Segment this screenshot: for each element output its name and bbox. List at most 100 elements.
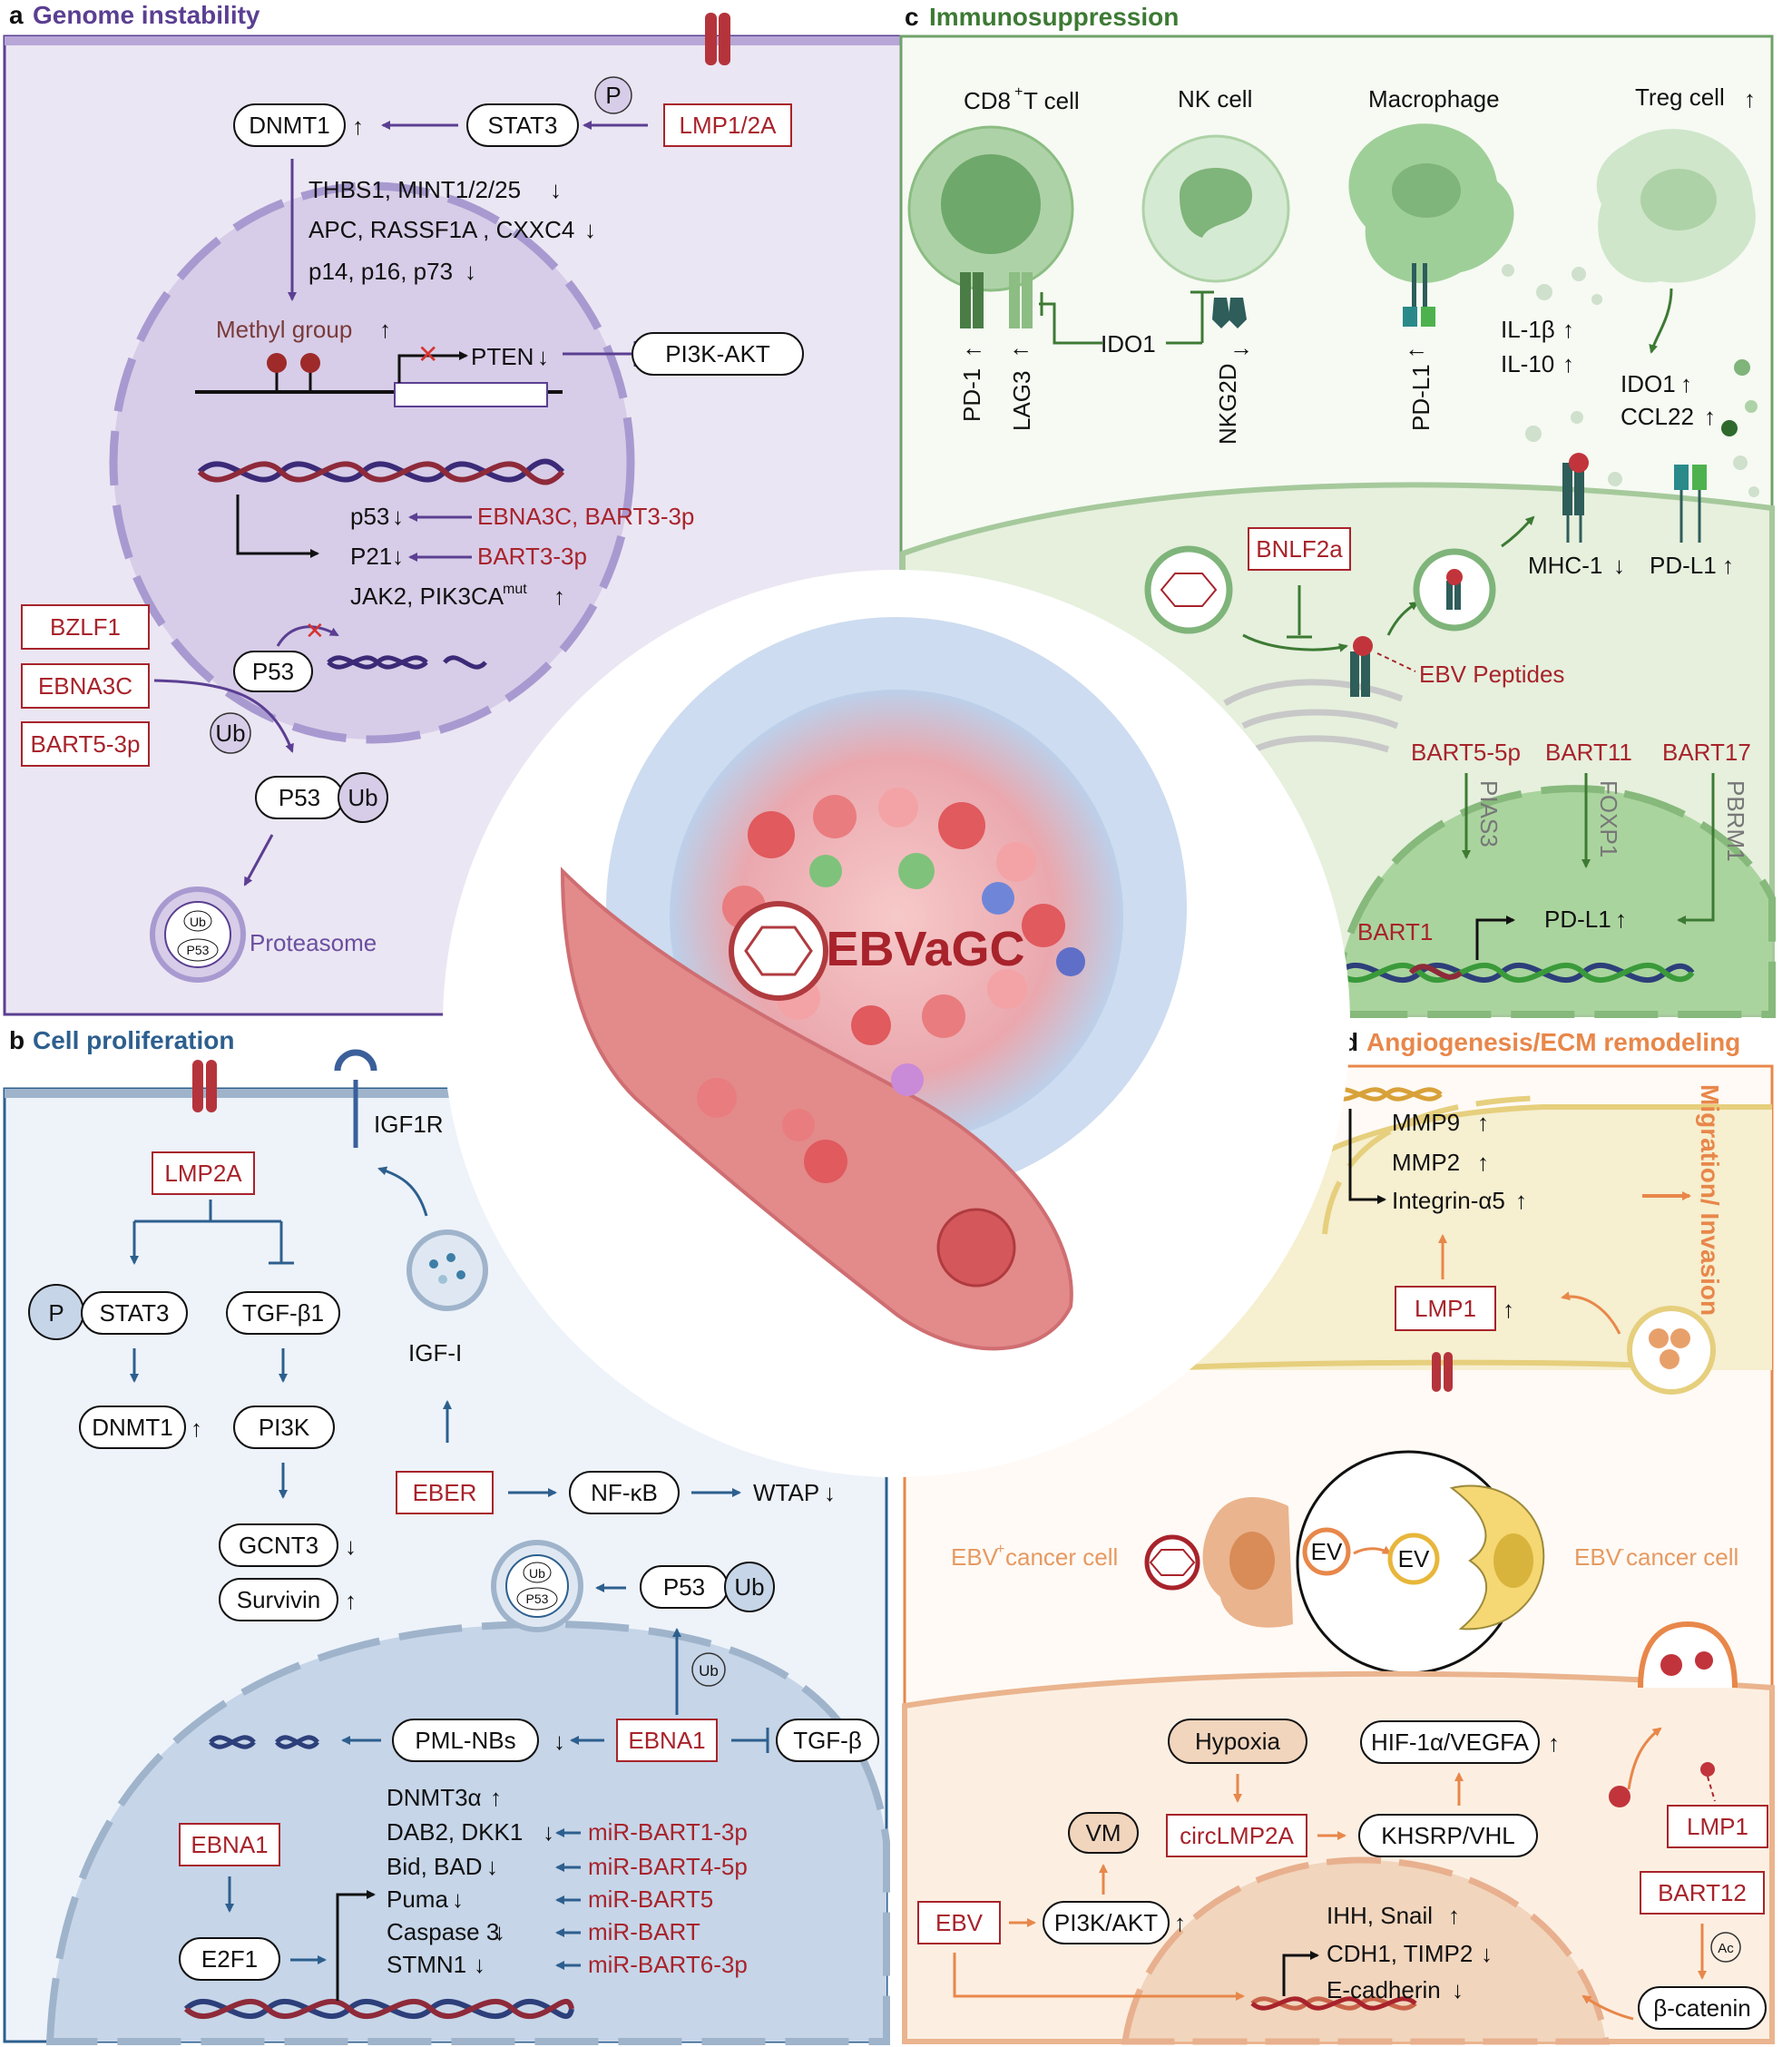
circlmp2a-label: circLMP2A (1180, 1822, 1294, 1849)
ebna1-label: EBNA1 (191, 1831, 268, 1858)
up-arrow: ↑ (1744, 85, 1756, 113)
up-arrow: ↑ (345, 1587, 357, 1614)
phospho-label: P (48, 1299, 64, 1327)
ebna1-box (616, 1719, 718, 1762)
bzlf1-label: BZLF1 (50, 613, 121, 641)
survivin-node (219, 1578, 338, 1621)
ebna1-label: EBNA1 (628, 1727, 705, 1754)
thbs-label: THBS1, MINT1/2/25 (308, 176, 521, 203)
igf-vesicle-icon (406, 1229, 488, 1311)
arrow-bart17 (1677, 773, 1715, 925)
panel-a-membrane (5, 36, 901, 45)
ebna1-box (179, 1823, 280, 1866)
nkg2d-receptor-icon (1212, 298, 1247, 328)
pml-label: PML-NBs (415, 1727, 515, 1754)
circlmp2a-box (1166, 1814, 1307, 1857)
transcription-arrow (236, 495, 319, 558)
ido1-inhibit-right (1190, 290, 1214, 343)
right-arrow: → (1229, 334, 1253, 361)
arrow-to-proteasome (243, 834, 274, 886)
pdl1-label: PD-L1 (1407, 364, 1435, 431)
e2f1-label: E2F1 (201, 1945, 258, 1973)
p53-node (233, 651, 313, 692)
proteasome-label: Proteasome (250, 929, 377, 956)
nucleus-d (1121, 1856, 1611, 2045)
tgfb1-label: TGF-β1 (242, 1299, 324, 1327)
bnlf2a-label: BNLF2a (1256, 535, 1343, 563)
dna-helix-icon (327, 655, 487, 670)
up-arrow: ↑ (490, 1784, 502, 1811)
arrow-treg-secretion (1649, 288, 1673, 354)
mir3-label: miR-BART5 (588, 1885, 713, 1913)
ebvpos-superscript: + (996, 1542, 1004, 1557)
pd1-receptor-icon (960, 272, 1033, 328)
gcnt3-label: GCNT3 (239, 1532, 318, 1559)
tgfb-label: TGF-β (793, 1727, 862, 1754)
up-arrow: ↑ (1615, 906, 1627, 933)
panel-d-title: Angiogenesis/ECM remodeling (1366, 1028, 1740, 1056)
hif-node (1360, 1720, 1540, 1764)
down-arrow: ↓ (543, 1818, 554, 1846)
panel-a: a Genome instability LMP1/2A P STAT3 DNM… (3, 1, 903, 1016)
down-arrow: ↓ (553, 1728, 565, 1755)
pi3k-akt-node (1043, 1901, 1170, 1944)
arrow-ev-transfer (1353, 1545, 1392, 1555)
down-arrow: ↓ (392, 543, 404, 570)
up-arrow: ↑ (1515, 1187, 1527, 1214)
lmp1-label: LMP1 (1415, 1295, 1476, 1322)
cytokine-dots-icon (1502, 264, 1759, 497)
ebvneg-superscript: - (1620, 1542, 1624, 1557)
cd8-tcell-icon (907, 125, 1074, 292)
puma-label: Puma (387, 1885, 448, 1913)
lmp1-receptor-icon (1432, 1352, 1453, 1392)
migration-nucleus-edge (1322, 1095, 1543, 1235)
arrow-catenin-dna (1581, 1994, 1634, 2021)
khsrp-node (1358, 1814, 1538, 1857)
eber-label: EBER (413, 1479, 477, 1506)
p53-ub-label: P53 (663, 1573, 705, 1601)
gcnt3-node (219, 1523, 338, 1567)
dna-helix-icon (183, 1998, 574, 2020)
down-arrow: ↓ (452, 1885, 464, 1913)
arrow-exosome (1561, 1291, 1621, 1335)
up-arrow: ↑ (1477, 1149, 1489, 1176)
down-arrow: ↓ (550, 176, 562, 203)
mut-superscript: mut (503, 582, 527, 597)
pdl1-membrane-receptor-icon (1674, 465, 1707, 543)
ebna3c-label: EBNA3C (38, 672, 132, 700)
exosome-uptake-icon (1627, 1306, 1716, 1395)
up-arrow: ↑ (191, 1415, 202, 1442)
bart53-label: BART5-3p (31, 730, 141, 758)
arrow-vesicle-membrane (1501, 515, 1535, 548)
macrophage-icon (1348, 123, 1514, 283)
bart55-label: BART5-5p (1411, 739, 1521, 766)
secretion-vesicle-icon (1609, 1621, 1738, 1807)
lmp-receptor-icon (705, 13, 730, 65)
ub-icon (691, 1652, 726, 1687)
pi3k-akt-label: PI3K-AKT (665, 340, 770, 367)
pten-label: PTEN (471, 343, 534, 370)
mmp2-label: MMP2 (1392, 1149, 1460, 1176)
lmp2a-receptor-icon (192, 1060, 217, 1112)
bart12-box (1640, 1871, 1765, 1915)
nfkb-node (569, 1471, 680, 1514)
dna-helix-icon (209, 1735, 319, 1749)
up-arrow: ↑ (1562, 316, 1574, 343)
pdl1c-label: PD-L1 (1544, 906, 1611, 933)
ub-label: Ub (348, 784, 377, 811)
ub-label: Ub (734, 1573, 764, 1601)
il10-label: IL-10 (1501, 350, 1554, 377)
lmp2a-label: LMP2A (164, 1160, 242, 1187)
ub-label: Ub (699, 1662, 719, 1680)
ebna3c-box (21, 663, 150, 709)
tgfb-node (776, 1719, 879, 1762)
catenin-node (1638, 1986, 1767, 2030)
lmp-box (663, 103, 792, 147)
p53-label: p53 (350, 503, 389, 530)
ub-icon (724, 1562, 775, 1612)
dnmt1-node (233, 103, 346, 147)
panel-c-title: Immunosuppression (929, 3, 1179, 31)
jak2-label: JAK2, PIK3CA (350, 583, 504, 610)
p53-label: P53 (526, 1592, 549, 1606)
